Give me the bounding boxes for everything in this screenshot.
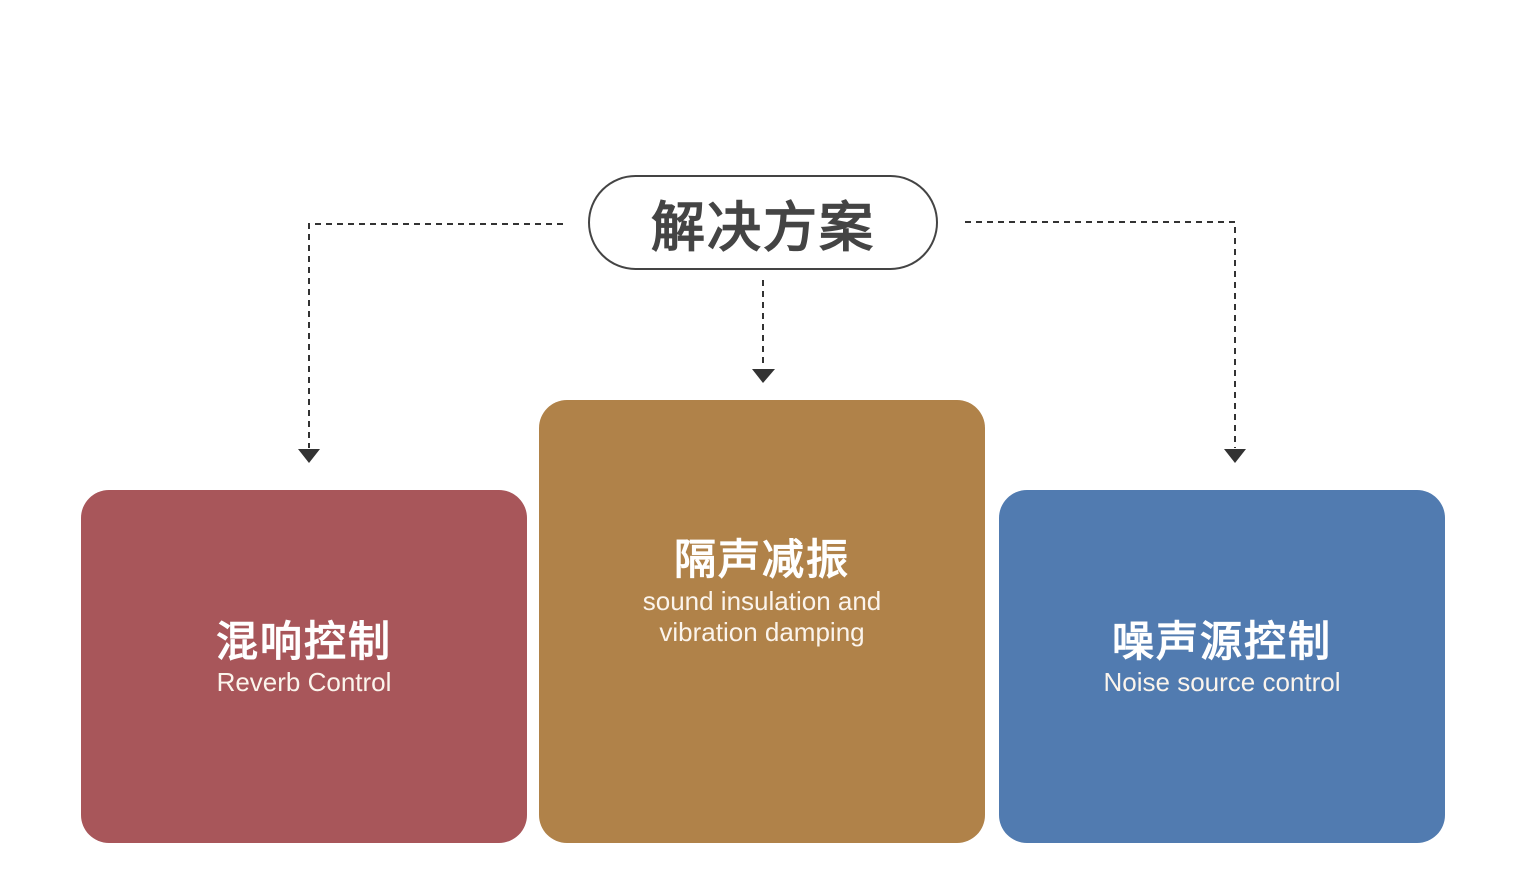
arrow-down-icon — [752, 369, 775, 383]
connector-right — [965, 221, 1236, 448]
reverb-control-box: 混响控制 Reverb Control — [81, 490, 527, 843]
noise-source-control-box: 噪声源控制 Noise source control — [999, 490, 1445, 843]
arrow-down-icon — [298, 449, 320, 463]
box-subtitle-line-1: sound insulation and — [642, 585, 882, 616]
root-title: 解决方案 — [651, 196, 875, 259]
arrow-down-icon — [1224, 449, 1246, 463]
connector-left — [308, 223, 563, 448]
sound-insulation-box: 隔声减振 sound insulation and vibration damp… — [539, 400, 985, 843]
box-subtitle-line-2: vibration damping — [659, 616, 865, 647]
box-title: 隔声减振 — [673, 535, 850, 585]
root-node: 解决方案 — [588, 175, 938, 270]
box-title: 噪声源控制 — [1111, 616, 1332, 666]
box-subtitle: Reverb Control — [216, 667, 392, 698]
box-subtitle: Noise source control — [1103, 667, 1341, 698]
box-title: 混响控制 — [215, 616, 392, 666]
